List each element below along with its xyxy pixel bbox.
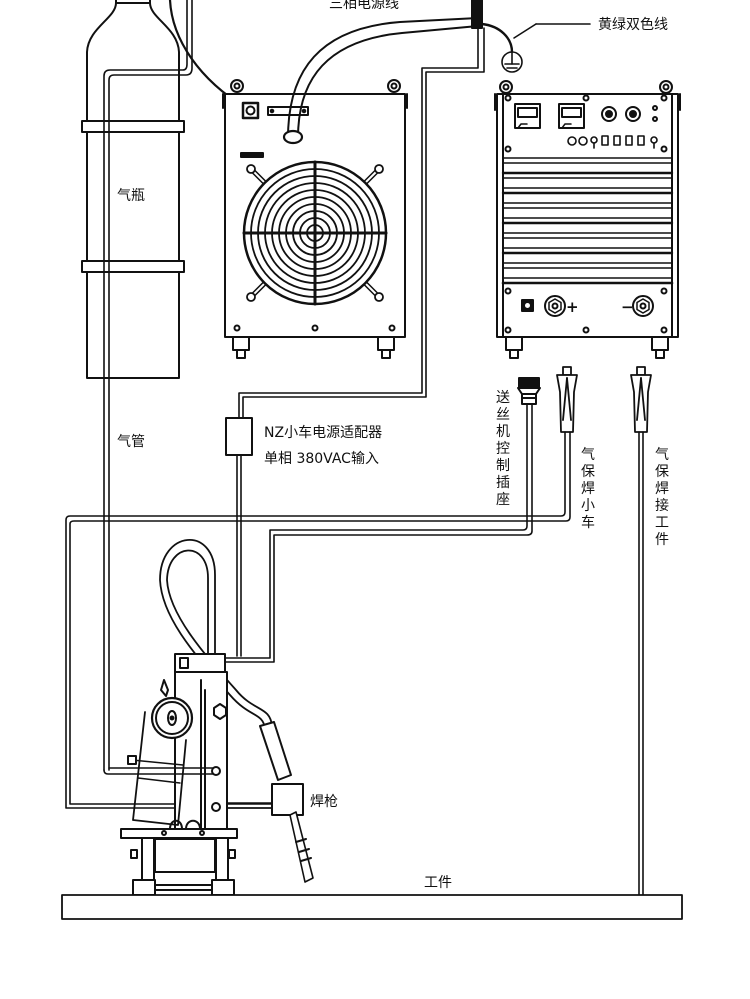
meter-display-right	[558, 103, 585, 129]
label-gas-cylinder: 气瓶	[117, 188, 145, 204]
vertical-label-char: 气	[655, 447, 669, 463]
label-adapter-input: 单相 380VAC输入	[264, 451, 379, 467]
gas-cylinder	[81, 0, 185, 379]
gas-hose	[103, 0, 193, 771]
welding-torch	[259, 721, 314, 883]
vertical-label-char: 接	[655, 497, 669, 514]
control-knob-1	[601, 106, 617, 122]
vertical-label-char: 车	[581, 514, 595, 531]
meter-display-left	[514, 103, 541, 129]
ground-icon	[501, 51, 523, 73]
power-source-feet	[505, 336, 669, 359]
vertical-label-char: 座	[496, 492, 510, 508]
fan-unit-nameplate	[267, 106, 309, 116]
vertical-label-char: 控	[496, 441, 510, 457]
lifting-eye-left	[230, 79, 244, 93]
negative-sign: −	[621, 298, 634, 316]
label-three-phase-power: 三相电源线	[329, 0, 399, 12]
wire-feeder-control-cable	[225, 403, 533, 663]
label-workpiece: 工件	[424, 875, 452, 891]
vertical-label-char: 插	[496, 475, 510, 491]
fan-unit	[222, 79, 408, 359]
vertical-label-char: 小	[581, 498, 595, 514]
vertical-label-char: 工	[655, 515, 669, 531]
positive-terminal	[544, 295, 566, 317]
labels: 三相电源线 黄绿双色线 气瓶 气管 NZ小车电源适配器 单相 380VAC输入 …	[117, 0, 669, 891]
vertical-label-char: 送	[496, 390, 510, 406]
ventilation-louvers	[501, 157, 674, 285]
welding-power-source	[494, 80, 681, 359]
ground-wire	[480, 22, 514, 54]
label-ground-wire: 黄绿双色线	[598, 16, 668, 33]
fan-unit-socket	[241, 101, 260, 120]
torch-clamp	[271, 783, 304, 816]
vertical-label-char: 焊	[581, 481, 595, 497]
vertical-label-char: 保	[581, 464, 595, 480]
cylinder-strap-top	[81, 120, 185, 133]
lifting-eye-right	[387, 79, 401, 93]
vertical-label-char: 制	[496, 458, 510, 474]
vertical-label-char: 气	[581, 447, 595, 463]
nz-adapter-box	[225, 417, 253, 456]
label-adapter-name: NZ小车电源适配器	[264, 424, 382, 441]
vertical-label-char: 保	[655, 464, 669, 480]
three-phase-power-cable	[282, 0, 483, 145]
ground-wire-leader	[513, 23, 537, 39]
adapter-supply-cable	[238, 27, 485, 419]
adapter-output-cable	[236, 454, 242, 657]
label-gas-hose: 气管	[117, 434, 145, 450]
vertical-label-char: 丝	[496, 407, 510, 423]
fan-unit-feet	[232, 336, 395, 359]
workpiece-plate	[61, 894, 683, 920]
vertical-label-char: 件	[655, 532, 669, 548]
control-knob-2	[625, 106, 641, 122]
cylinder-strap-bottom	[81, 260, 185, 273]
welding-tractor	[103, 539, 274, 896]
wire-spool-icon	[150, 696, 194, 740]
positive-sign: +	[566, 298, 579, 316]
tractor-welding-cable	[65, 431, 571, 809]
negative-terminal	[632, 295, 654, 317]
workpiece-cable-plug	[630, 366, 652, 433]
workpiece-ground-cable	[638, 431, 644, 896]
label-welding-torch: 焊枪	[310, 793, 338, 810]
switch-row	[567, 135, 658, 149]
tractor-cable-plug	[556, 366, 578, 433]
fan-guard-icon	[242, 160, 388, 306]
vertical-label-char: 机	[496, 424, 510, 440]
wire-feeder-control-plug	[517, 377, 541, 405]
vertical-label-char: 焊	[655, 481, 669, 497]
